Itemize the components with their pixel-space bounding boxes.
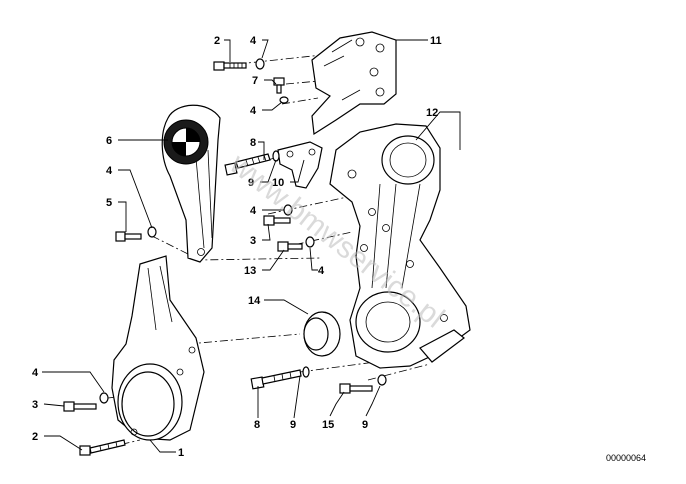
washer-icon bbox=[302, 366, 310, 378]
bolt-icon bbox=[277, 241, 303, 252]
upper-timing-cover bbox=[161, 104, 221, 263]
washer-icon bbox=[99, 392, 109, 404]
washer-icon bbox=[305, 236, 315, 248]
callout-6: 6 bbox=[106, 135, 112, 147]
bolt-icon bbox=[79, 439, 126, 456]
callout-11: 11 bbox=[430, 35, 442, 47]
callout-7: 7 bbox=[252, 75, 258, 87]
lower-timing-cover bbox=[111, 255, 205, 441]
bolt-icon bbox=[63, 401, 97, 412]
bolt-icon bbox=[250, 369, 302, 390]
callout-10: 10 bbox=[272, 177, 284, 189]
callout-4-bottom-left: 4 bbox=[32, 367, 39, 379]
callout-2-bottom-left: 2 bbox=[32, 431, 38, 443]
callout-9-bottom-right: 9 bbox=[362, 419, 368, 431]
callout-15: 15 bbox=[322, 419, 334, 431]
callout-14: 14 bbox=[248, 295, 261, 307]
callout-9-bottom: 9 bbox=[290, 419, 296, 431]
callout-9-top: 9 bbox=[248, 177, 254, 189]
callout-5: 5 bbox=[106, 197, 112, 209]
washer-icon bbox=[272, 150, 280, 162]
callout-1: 1 bbox=[178, 447, 184, 459]
shaft-seal-ring bbox=[303, 311, 341, 357]
callout-4-left: 4 bbox=[106, 165, 113, 177]
bolt-icon bbox=[263, 215, 291, 226]
fasteners bbox=[63, 58, 387, 456]
tensioner-plate bbox=[277, 141, 323, 189]
bolt-icon bbox=[339, 383, 373, 394]
callout-2-top: 2 bbox=[214, 35, 220, 47]
callout-4-lower: 4 bbox=[318, 265, 325, 277]
callout-labels: 2 4 11 7 4 12 6 8 4 9 10 5 4 3 13 4 14 4… bbox=[32, 35, 442, 459]
callout-8-bottom: 8 bbox=[254, 419, 260, 431]
bolt-icon bbox=[224, 153, 271, 176]
callout-13: 13 bbox=[244, 265, 256, 277]
washer-icon bbox=[255, 58, 265, 70]
bolt-icon bbox=[115, 231, 142, 242]
bmw-roundel-icon bbox=[163, 119, 209, 165]
bolt-icon bbox=[213, 61, 247, 71]
callout-8-top: 8 bbox=[250, 137, 256, 149]
callout-4-upper: 4 bbox=[250, 105, 257, 117]
upper-bracket bbox=[311, 31, 397, 136]
timing-housing bbox=[329, 123, 471, 369]
leader-lines bbox=[42, 39, 461, 453]
washer-icon bbox=[377, 374, 387, 386]
callout-4-middle: 4 bbox=[250, 205, 257, 217]
callout-12: 12 bbox=[426, 107, 438, 119]
washer-icon bbox=[279, 96, 289, 104]
screw-icon bbox=[273, 77, 285, 94]
washer-icon bbox=[147, 226, 157, 238]
callout-3-middle: 3 bbox=[250, 235, 256, 247]
callout-4-top: 4 bbox=[250, 35, 257, 47]
callout-3-bottom-left: 3 bbox=[32, 399, 38, 411]
diagram-id: 00000064 bbox=[606, 453, 646, 463]
